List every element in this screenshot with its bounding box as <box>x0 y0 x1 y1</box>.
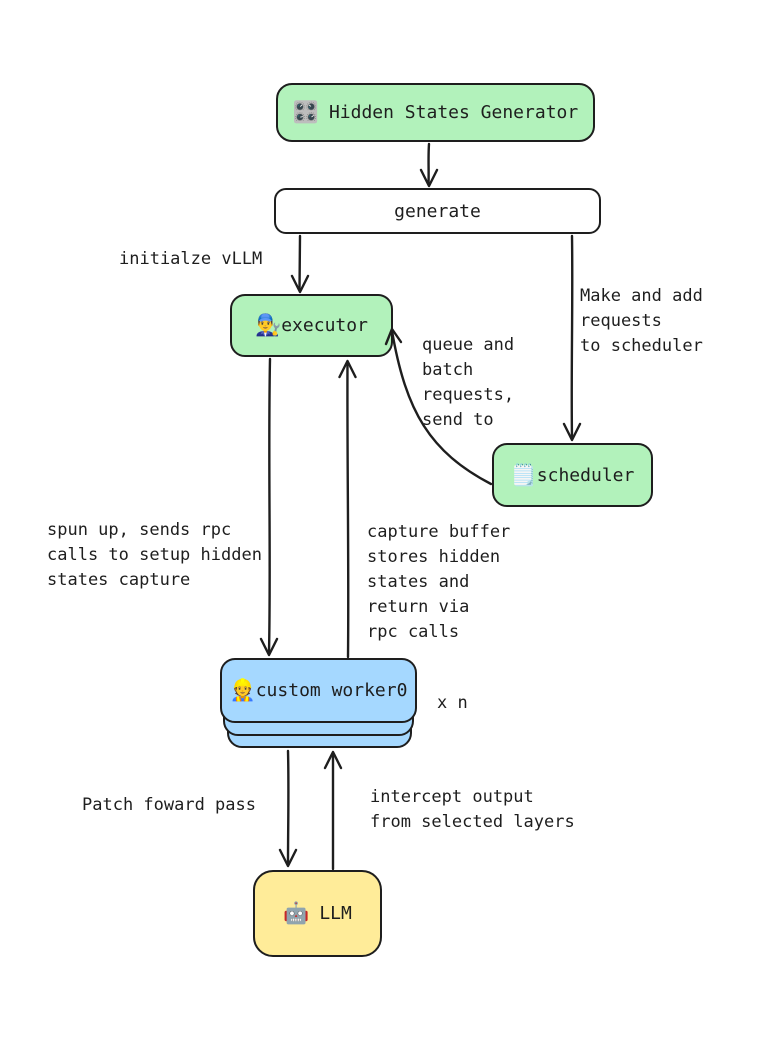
llm-label: LLM <box>319 903 352 924</box>
node-llm[interactable]: 🤖 LLM <box>253 870 382 957</box>
construction-worker-icon: 👷 <box>229 678 256 702</box>
control-knobs-icon: 🎛️ <box>292 100 319 124</box>
generate-label: generate <box>394 200 481 222</box>
arrow-llm-to-worker[interactable] <box>323 750 343 871</box>
annotation-spun-up-rpc[interactable]: spun up, sends rpc calls to setup hidden… <box>47 520 262 590</box>
node-label: 🤖 LLM <box>283 901 352 925</box>
node-label: 👷 custom worker0 <box>229 678 408 702</box>
annotation-make-add-requests[interactable]: Make and add requests to scheduler <box>580 286 703 356</box>
arrow-hsg-to-generate[interactable] <box>419 142 439 188</box>
node-label: generate <box>394 201 481 222</box>
annotation-patch-forward-pass[interactable]: Patch foward pass <box>82 795 256 815</box>
node-custom-worker[interactable]: 👷 custom worker0 <box>220 658 417 723</box>
arrow-generate-to-executor[interactable] <box>290 234 310 294</box>
robot-icon: 🤖 <box>283 901 310 925</box>
annotation-worker-multiplier[interactable]: x n <box>437 693 468 713</box>
mechanic-icon: 👨‍🔧 <box>255 313 282 337</box>
arrow-worker-to-llm[interactable] <box>278 749 298 868</box>
node-label: 🗒️ scheduler <box>510 462 635 487</box>
arrow-executor-to-worker[interactable] <box>259 357 279 657</box>
hidden-states-generator-label: Hidden States Generator <box>328 102 579 123</box>
arrow-generate-to-scheduler[interactable] <box>562 234 582 442</box>
arrow-worker-to-executor[interactable] <box>338 359 357 659</box>
node-label: 🎛️ Hidden States Generator <box>292 100 579 124</box>
arrow-scheduler-to-executor[interactable] <box>384 327 493 486</box>
annotation-intercept-output[interactable]: intercept output from selected layers <box>370 787 575 832</box>
notepad-icon: 🗒️ <box>510 462 537 487</box>
node-executor[interactable]: 👨‍🔧 executor <box>230 294 393 357</box>
node-label: 👨‍🔧 executor <box>255 313 368 337</box>
node-generate[interactable]: generate <box>274 188 601 234</box>
executor-label: executor <box>281 315 368 336</box>
annotation-capture-buffer[interactable]: capture buffer stores hidden states and … <box>367 522 511 642</box>
scheduler-label: scheduler <box>536 464 635 486</box>
custom-worker-label: custom worker0 <box>255 680 408 701</box>
annotation-queue-batch-requests[interactable]: queue and batch requests, send to <box>422 335 515 430</box>
annotation-initialize-vllm[interactable]: initialze vLLM <box>119 249 263 269</box>
node-scheduler[interactable]: 🗒️ scheduler <box>492 443 653 507</box>
node-hidden-states-generator[interactable]: 🎛️ Hidden States Generator <box>276 83 595 142</box>
